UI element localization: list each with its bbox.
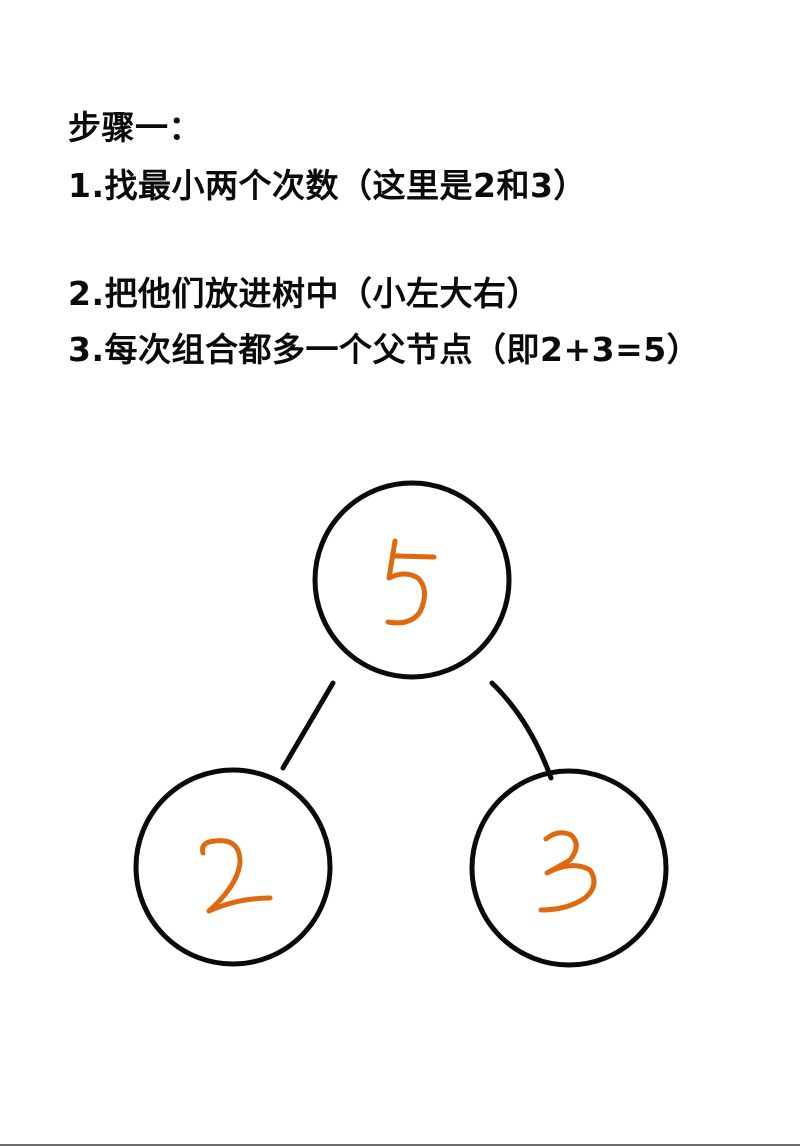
node-parent: 5 — [312, 480, 512, 680]
step-3: 3.每次组合都多一个父节点（即2+3=5） — [68, 330, 701, 369]
node-right-child: 3 — [469, 768, 669, 968]
parent-label: 5 — [412, 599, 413, 601]
edge-left — [280, 680, 336, 771]
step-2: 2.把他们放进树中（小左大右） — [68, 274, 540, 313]
handwritten-5 — [385, 538, 437, 626]
edge-right — [489, 680, 554, 781]
step-heading: 步骤一： — [68, 108, 202, 147]
step-1: 1.找最小两个次数（这里是2和3） — [68, 166, 587, 205]
right-label: 3 — [569, 879, 570, 881]
handwritten-2 — [200, 838, 273, 914]
node-left-child: 2 — [133, 767, 333, 967]
bottom-divider — [0, 1144, 800, 1146]
handwritten-3 — [538, 830, 597, 913]
